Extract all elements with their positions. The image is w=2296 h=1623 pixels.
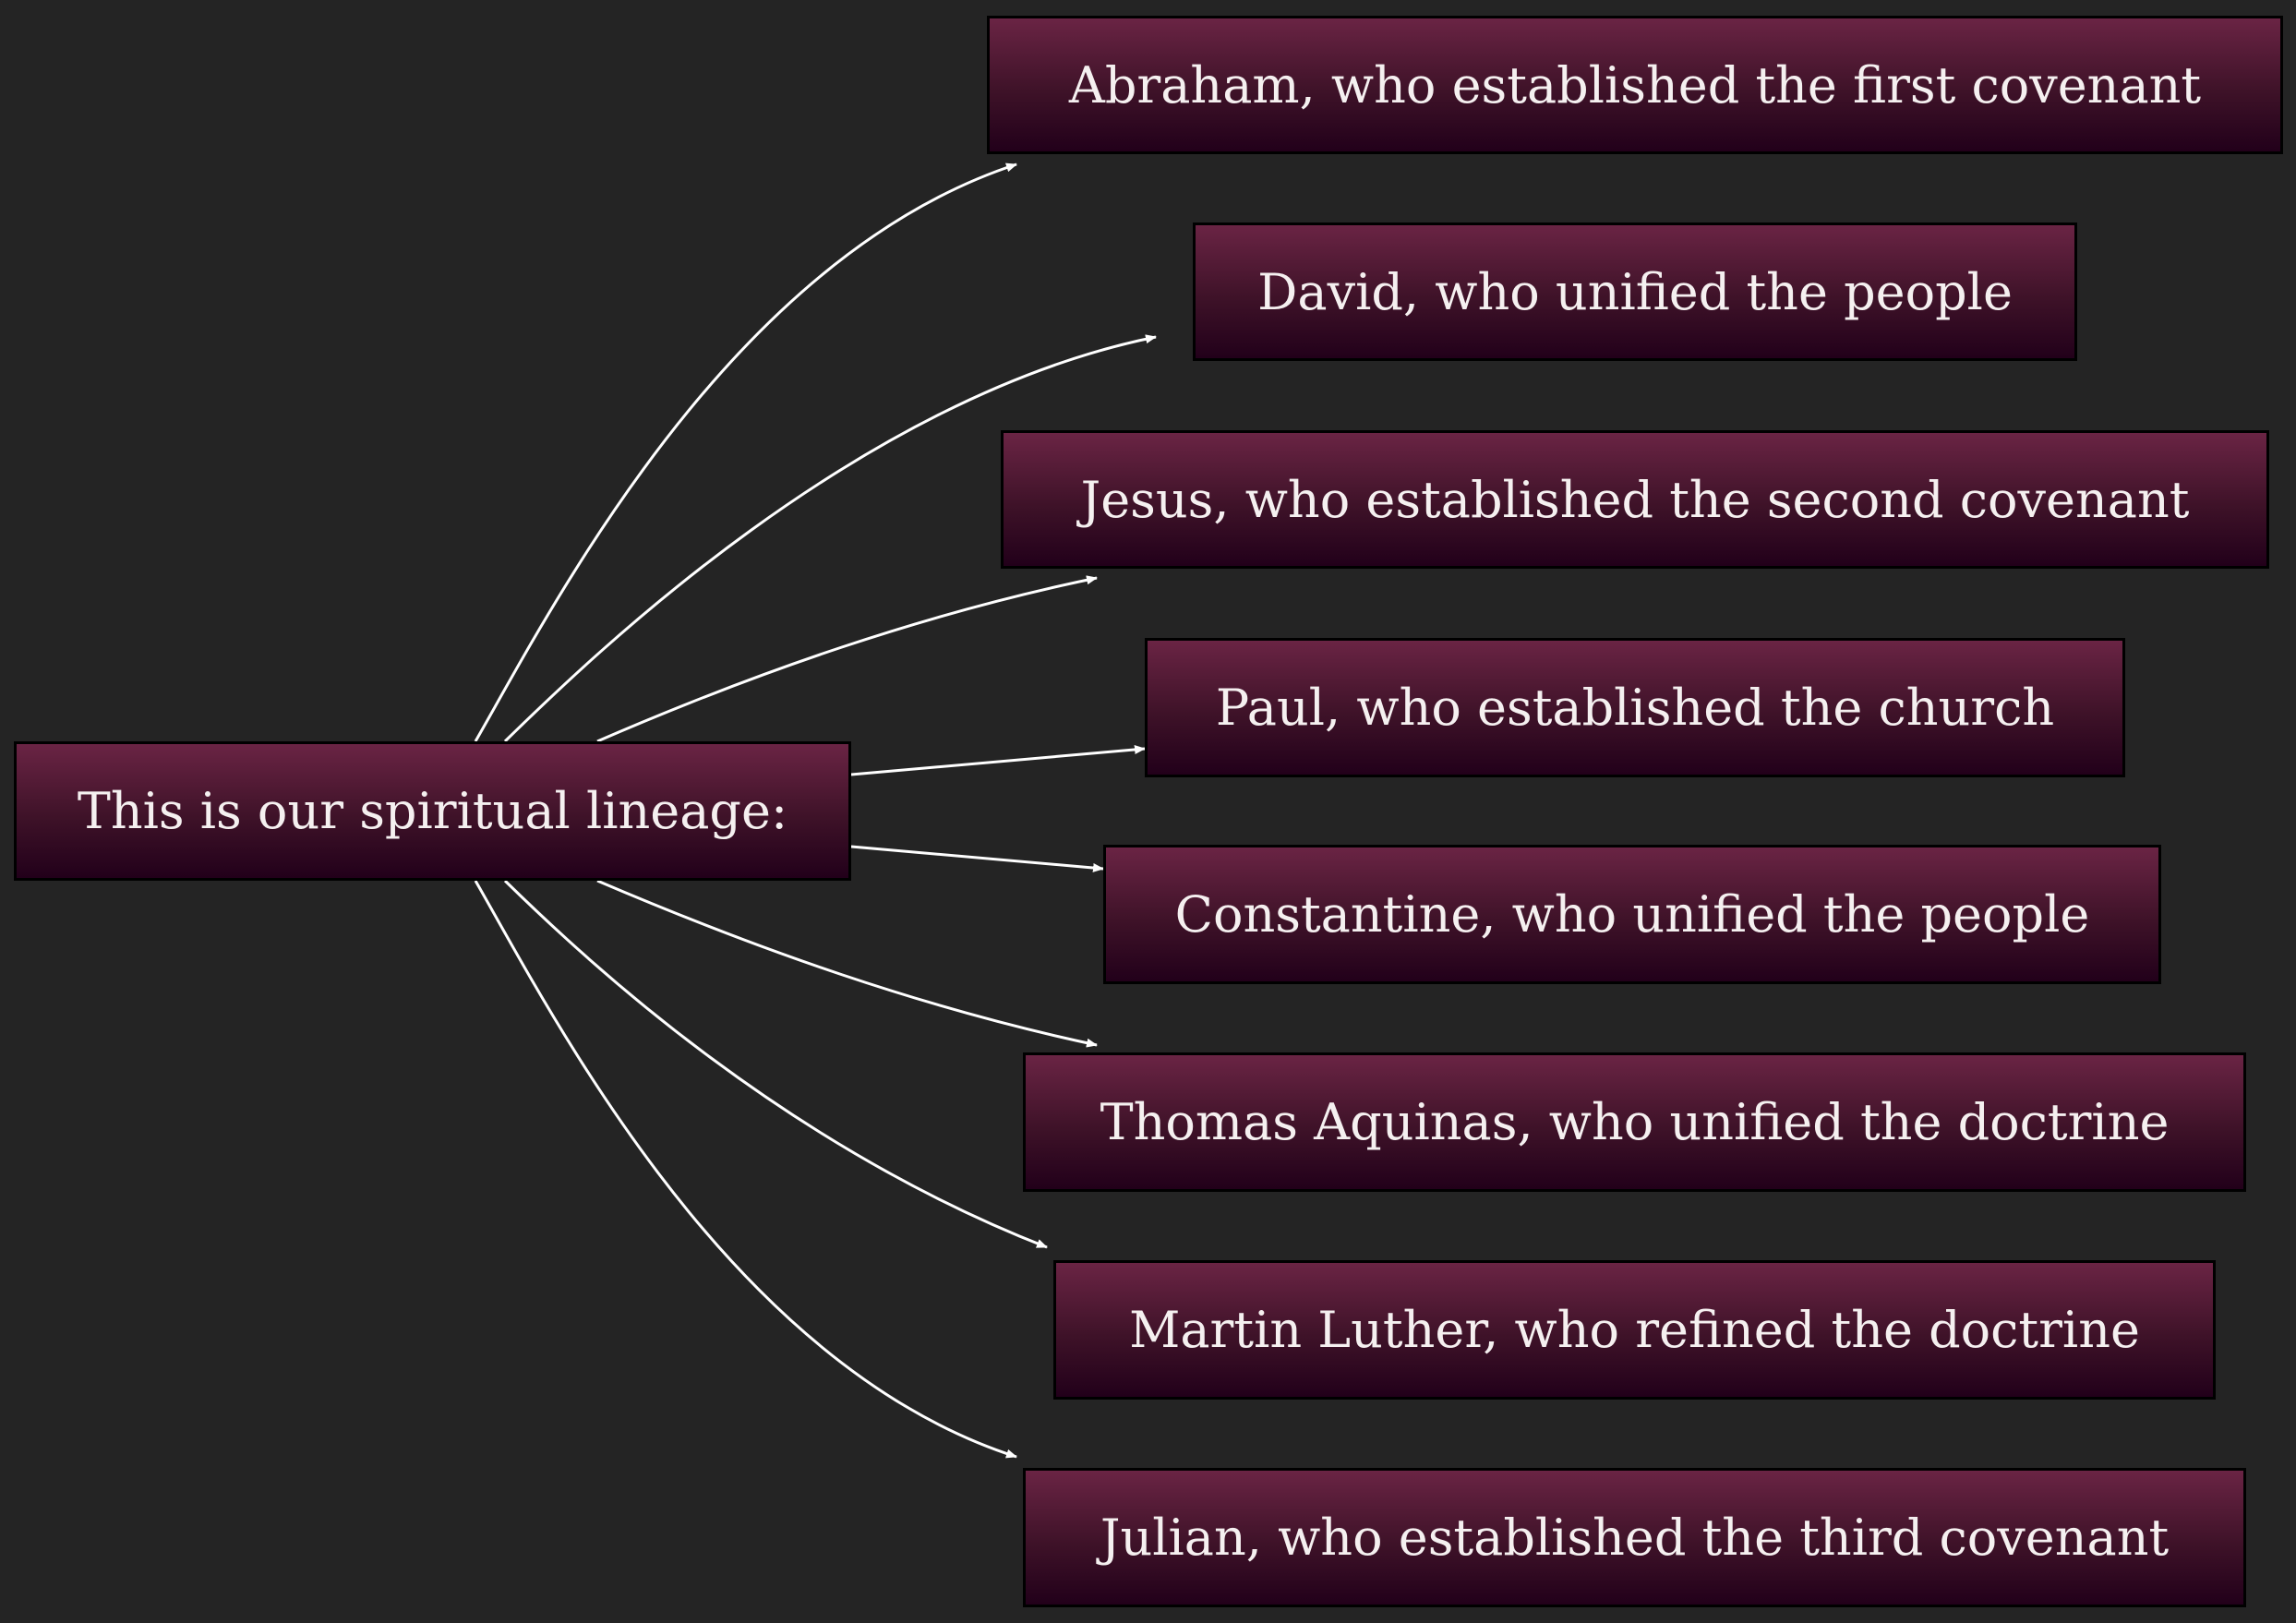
- edge-lineage-luther: [503, 879, 1048, 1249]
- edge-lineage-abraham: [474, 162, 1017, 742]
- node-lineage: This is our spiritual lineage:: [14, 741, 851, 881]
- node-jesus: Jesus, who established the second covena…: [1001, 430, 2269, 569]
- node-julian: Julian, who established the third covena…: [1023, 1468, 2246, 1607]
- node-constantine: Constantine, who unified the people: [1103, 845, 2161, 984]
- edge-lineage-paul: [850, 745, 1146, 776]
- node-paul: Paul, who established the church: [1145, 638, 2125, 777]
- node-luther: Martin Luther, who refined the doctrine: [1053, 1260, 2216, 1400]
- edge-lineage-aquinas: [596, 879, 1098, 1048]
- node-aquinas: Thomas Aquinas, who unified the doctrine: [1023, 1052, 2246, 1192]
- edge-lineage-david: [503, 334, 1157, 743]
- edge-lineage-jesus: [596, 575, 1098, 743]
- edge-lineage-julian: [474, 880, 1017, 1459]
- node-david: David, who unified the people: [1193, 222, 2077, 361]
- edge-lineage-constantine: [850, 845, 1104, 872]
- node-abraham: Abraham, who established the first coven…: [987, 16, 2283, 154]
